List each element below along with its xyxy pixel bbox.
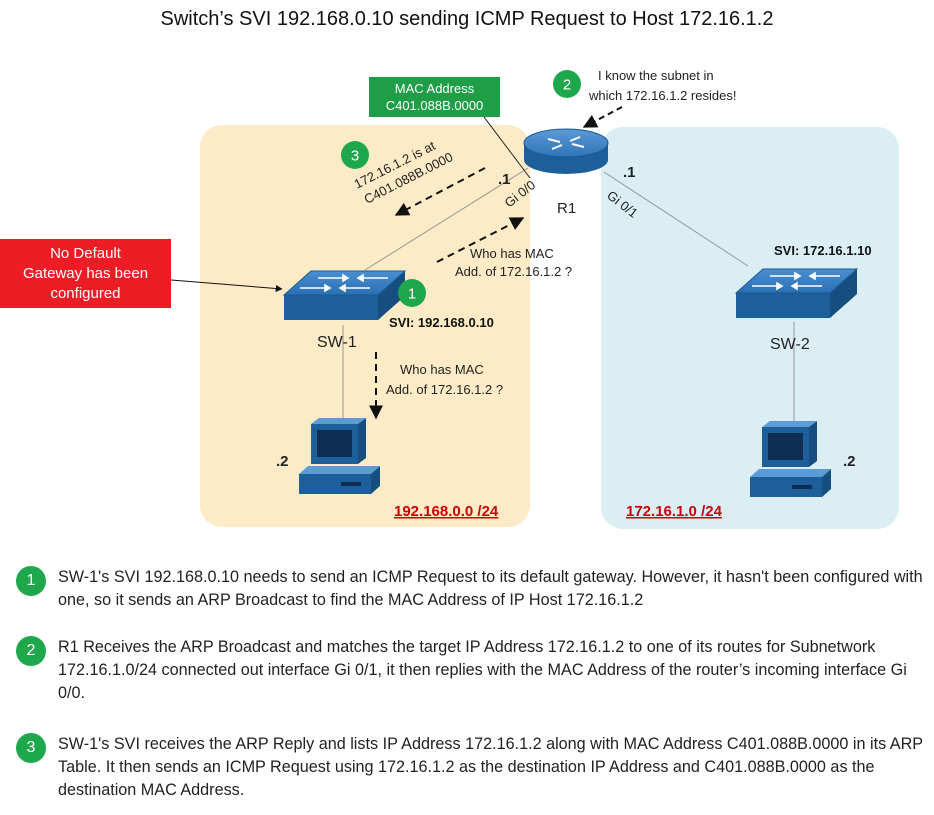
router-right-ip: .1 [623, 164, 636, 181]
step-note-text: SW-1's SVI 192.168.0.10 needs to send an… [58, 568, 923, 609]
sw1-name: SW-1 [317, 334, 357, 351]
no-gateway-line2: Gateway has been [23, 265, 148, 282]
no-gateway-line1: No Default [50, 245, 122, 262]
arp-reply-arrow [394, 167, 486, 216]
arp-request-host-line2: Add. of 172.16.1.2 ? [386, 382, 503, 397]
router-icon[interactable] [523, 128, 609, 174]
arp-request-router-line2: Add. of 172.16.1.2 ? [455, 264, 572, 279]
link-sw1-r1 [364, 167, 529, 271]
step-badge: 1 [16, 566, 46, 596]
switch-icon[interactable] [734, 268, 859, 318]
step-note-text: SW-1's SVI receives the ARP Reply and li… [58, 735, 923, 799]
svg-text:3: 3 [351, 148, 359, 165]
svg-text:2: 2 [563, 77, 571, 94]
switch-icon[interactable] [282, 270, 407, 320]
host-computer-icon[interactable] [750, 421, 831, 497]
arp-request-host-line1: Who has MAC [400, 362, 484, 377]
arp-request-router-arrow [436, 217, 525, 263]
router-name: R1 [557, 200, 576, 217]
mac-address-box [369, 77, 500, 117]
link-r1-sw2 [603, 171, 749, 267]
no-gateway-line3: configured [50, 285, 120, 302]
svg-text:1: 1 [408, 286, 416, 303]
right-subnet-label: 172.16.1.0 /24 [626, 503, 723, 520]
step-badge: 1 [398, 279, 426, 307]
step-badge: 3 [341, 141, 369, 169]
mac-box-value: C401.088B.0000 [386, 98, 484, 113]
step-badge: 3 [16, 733, 46, 763]
arp-request-router-line1: Who has MAC [470, 246, 554, 261]
left-subnet-zone [200, 125, 530, 527]
sw1-svi: SVI: 192.168.0.10 [389, 315, 494, 330]
diagram-title: Switch’s SVI 192.168.0.10 sending ICMP R… [160, 8, 774, 30]
mac-box-pointer [483, 116, 531, 179]
right-subnet-zone [601, 127, 899, 529]
network-diagram: R1 Gi 0/0 Gi 0/1 .1 .1 SW-1 SVI: 192.168… [0, 68, 899, 529]
router-callout-line2: which 172.16.1.2 resides! [588, 88, 736, 103]
step-badge: 2 [16, 636, 46, 666]
host-left-ip: .2 [276, 453, 289, 470]
router-callout-line1: I know the subnet in [598, 68, 714, 83]
step-badge: 2 [553, 70, 581, 98]
router-left-ip: .1 [498, 171, 511, 188]
sw2-name: SW-2 [770, 336, 810, 353]
host-right-ip: .2 [843, 453, 856, 470]
router-callout-arrow [582, 106, 623, 128]
host-computer-icon[interactable] [299, 418, 380, 494]
left-subnet-label: 192.168.0.0 /24 [394, 503, 499, 520]
step-note-text: R1 Receives the ARP Broadcast and matche… [58, 638, 907, 702]
no-gateway-pointer [170, 279, 283, 292]
mac-box-title: MAC Address [395, 81, 475, 96]
sw2-svi: SVI: 172.16.1.10 [774, 243, 872, 258]
no-gateway-box [0, 239, 171, 308]
